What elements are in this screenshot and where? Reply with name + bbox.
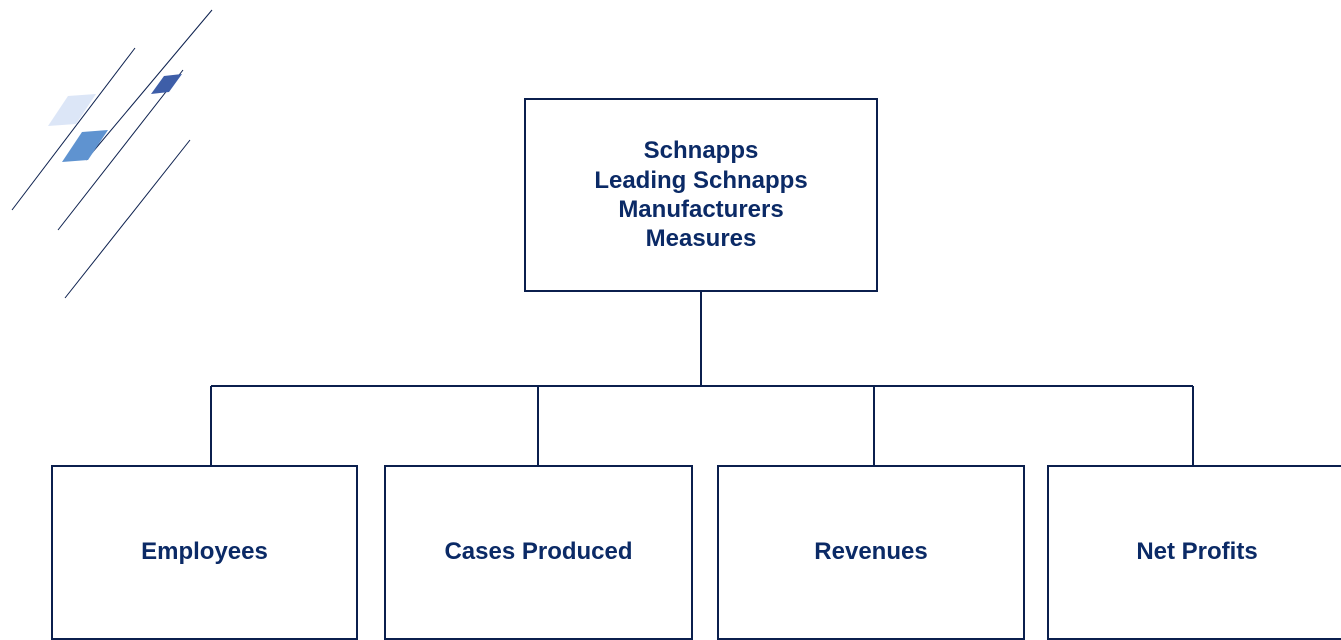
child-label-employees: Employees	[141, 538, 268, 566]
child-label-revenues: Revenues	[814, 538, 928, 566]
child-node-cases-produced: Cases Produced	[384, 465, 693, 640]
diagonal-line-3	[85, 9, 213, 161]
root-title-line-1: Schnapps	[643, 137, 759, 165]
child-node-employees: Employees	[51, 465, 358, 640]
root-title-line-2: Leading Schnapps	[594, 166, 808, 194]
root-title-line-4: Measures	[645, 225, 757, 253]
child-node-revenues: Revenues	[717, 465, 1025, 640]
decorative-diagonal-lines-logo	[11, 9, 213, 299]
dark-blue-parallelogram-shape	[151, 74, 182, 94]
light-parallelogram-shape	[48, 94, 96, 126]
root-title-line-3: Manufacturers	[618, 196, 784, 223]
diagonal-line-2	[57, 69, 184, 231]
child-label-cases-produced: Cases Produced	[444, 538, 633, 566]
root-node: Schnapps Leading Schnapps Manufacturers …	[524, 98, 878, 292]
diagonal-line-4	[64, 139, 191, 299]
child-node-net-profits: Net Profits	[1047, 465, 1341, 640]
diagonal-line-1	[11, 47, 136, 211]
mid-blue-parallelogram-shape	[62, 130, 108, 162]
child-label-net-profits: Net Profits	[1136, 538, 1258, 566]
